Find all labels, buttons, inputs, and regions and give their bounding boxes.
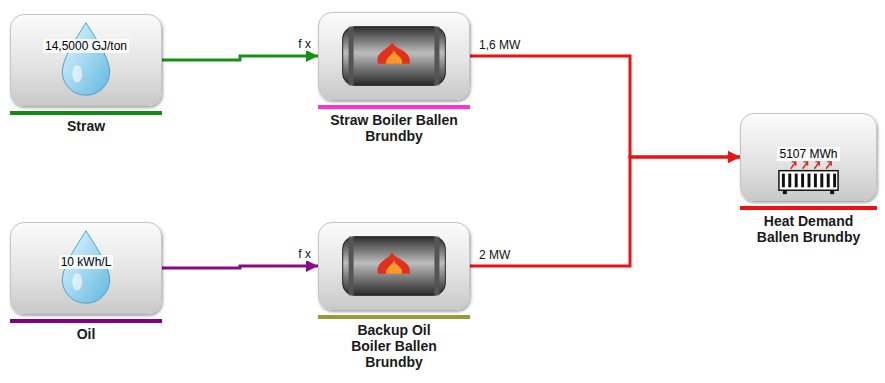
value-text: 10 kWh/L xyxy=(11,255,161,269)
radiator-foot xyxy=(830,190,834,194)
flow-label: f x xyxy=(297,37,312,51)
flame-inner xyxy=(386,260,402,274)
color-bar xyxy=(740,206,877,210)
radiator-fin xyxy=(801,174,804,188)
heat-arrow xyxy=(791,162,796,169)
color-bar xyxy=(318,315,470,319)
flame-inner xyxy=(386,50,402,64)
droplet-shape xyxy=(62,23,109,95)
heat-arrow xyxy=(814,162,819,169)
droplet-shine xyxy=(72,273,82,291)
flow-label: 2 MW xyxy=(478,248,511,262)
node-name: Oil xyxy=(10,326,162,342)
flow-label: f x xyxy=(297,247,312,261)
radiator-fin xyxy=(814,174,817,188)
boiler-tile xyxy=(318,222,470,310)
radiator-fin xyxy=(827,174,830,188)
value-text: 14,5000 GJ/ton xyxy=(11,39,161,53)
color-bar xyxy=(318,105,470,109)
node-name: Straw Boiler Ballen Brundby xyxy=(318,112,470,144)
node-box: 5107 MWhHeat Demand Ballen Brundby xyxy=(740,113,877,245)
radiator-foot xyxy=(783,190,787,194)
value-text: 5107 MWh xyxy=(741,147,876,161)
node-name: Straw xyxy=(10,118,162,134)
radiator-fin xyxy=(795,174,798,188)
heat-tile: 5107 MWh xyxy=(740,113,877,201)
value-label: 14,5000 GJ/ton xyxy=(43,39,129,53)
boiler-band xyxy=(349,237,354,296)
flame-outer xyxy=(378,252,410,274)
color-bar xyxy=(10,319,162,323)
boiler-icon xyxy=(319,223,469,309)
boiler-tile xyxy=(318,12,470,100)
node-name: Backup Oil Boiler Ballen Brundby xyxy=(338,322,450,370)
boiler-band xyxy=(434,237,439,296)
boiler-band xyxy=(349,27,354,86)
value-label: 5107 MWh xyxy=(777,147,839,161)
radiator-fin xyxy=(833,174,836,188)
flow-connector xyxy=(470,56,740,157)
radiator-fin xyxy=(788,174,791,188)
node-box: 10 kWh/L Oil xyxy=(10,222,162,342)
boiler-body xyxy=(343,27,446,86)
heat-arrow xyxy=(803,162,808,169)
value-label: 10 kWh/L xyxy=(59,255,114,269)
flow-label: 1,6 MW xyxy=(478,38,521,52)
node-box: Backup Oil Boiler Ballen Brundby xyxy=(318,222,470,370)
radiator-fin xyxy=(820,174,823,188)
node-box: 14,5000 GJ/tonStraw xyxy=(10,14,162,134)
drop-icon xyxy=(11,15,161,105)
heat-arrow xyxy=(826,162,831,169)
drop-tile: 14,5000 GJ/ton xyxy=(10,14,162,106)
flow-connector xyxy=(162,56,318,60)
color-bar xyxy=(10,111,162,115)
flow-connector xyxy=(162,266,318,268)
flame-outer xyxy=(378,42,410,63)
radiator-fin xyxy=(782,174,785,188)
radiator-fin xyxy=(808,174,811,188)
boiler-icon xyxy=(319,13,469,99)
droplet-shine xyxy=(72,65,82,83)
node-name: Heat Demand Ballen Brundby xyxy=(746,213,872,245)
radiator-base xyxy=(779,171,838,191)
boiler-body xyxy=(343,237,446,296)
flow-connector xyxy=(470,157,740,266)
node-box: Straw Boiler Ballen Brundby xyxy=(318,12,470,144)
boiler-band xyxy=(434,27,439,86)
drop-tile: 10 kWh/L xyxy=(10,222,162,314)
